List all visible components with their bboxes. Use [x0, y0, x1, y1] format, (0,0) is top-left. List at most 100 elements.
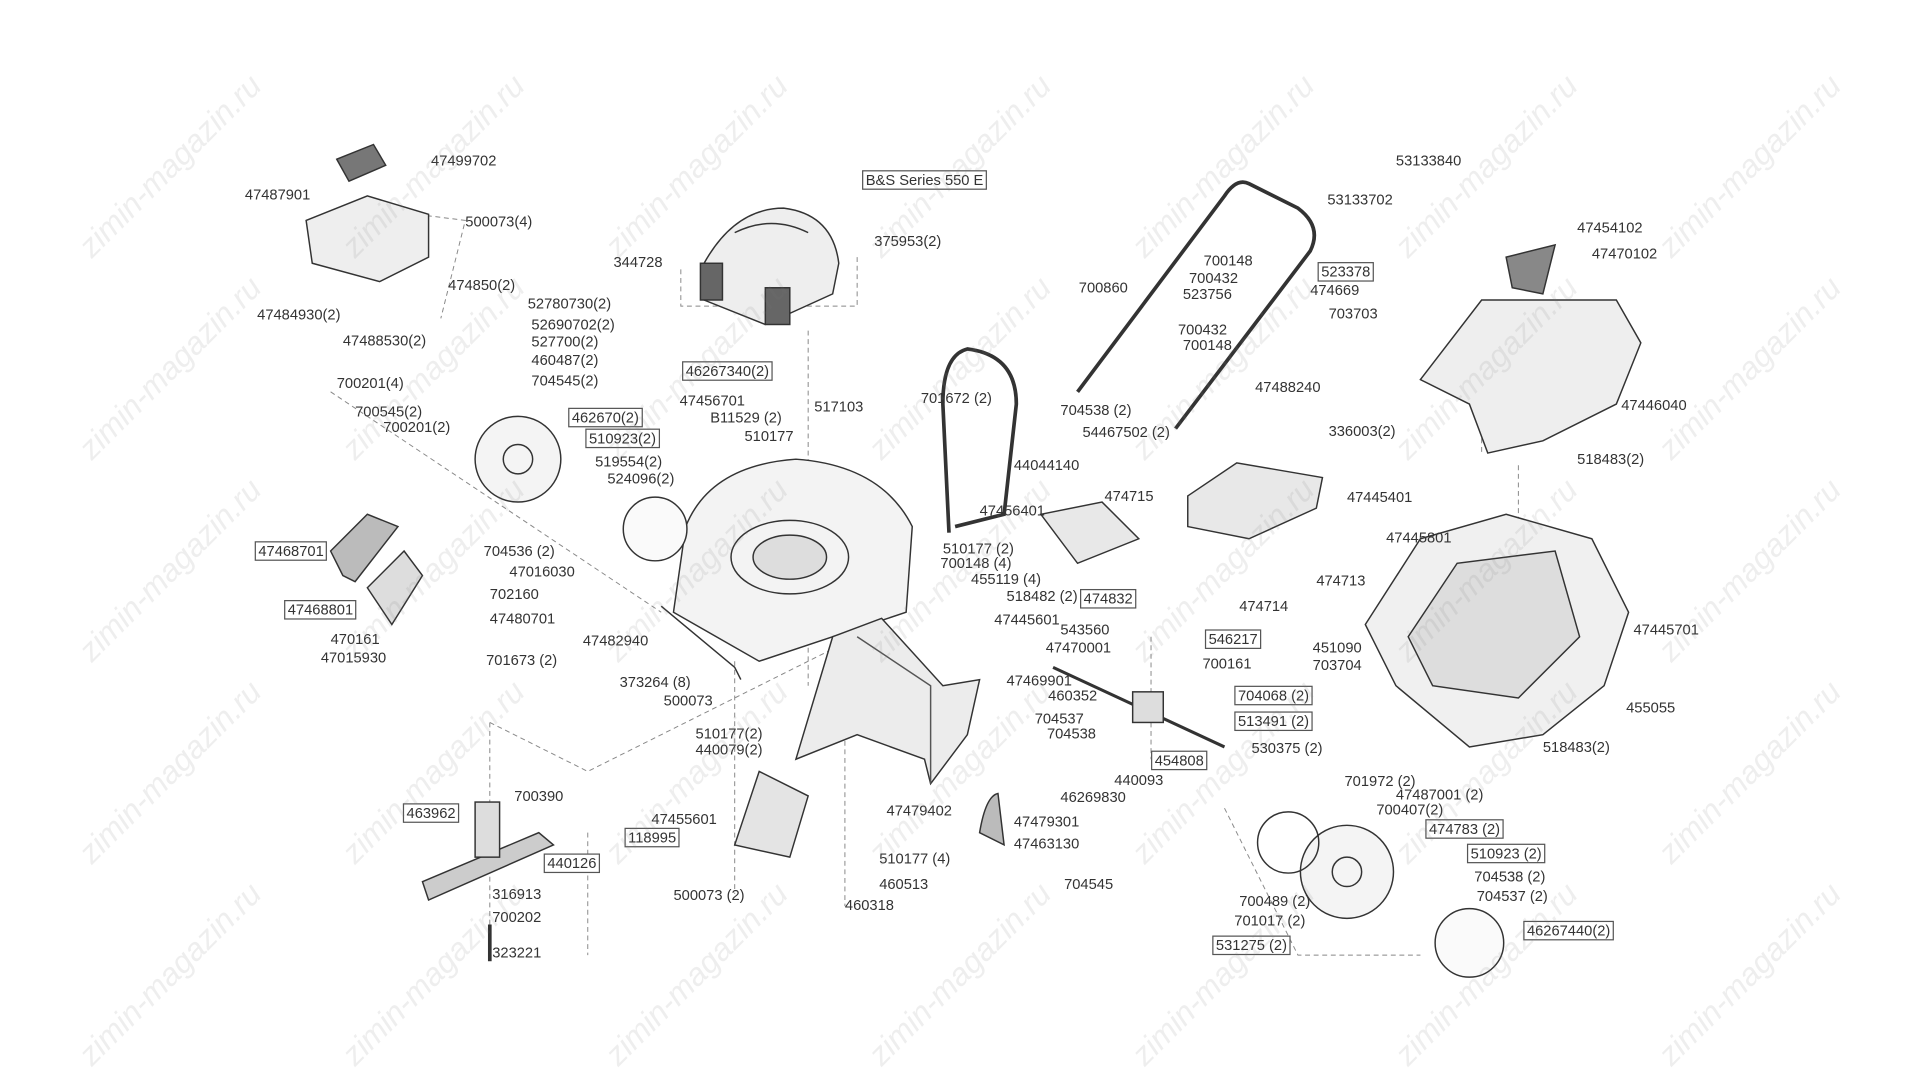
- part-number-label[interactable]: 47456701: [679, 391, 745, 409]
- part-number-label[interactable]: 702160: [489, 585, 539, 603]
- part-number-label[interactable]: 462670(2): [568, 407, 643, 428]
- part-number-label[interactable]: 704538 (2): [1474, 868, 1546, 886]
- part-number-label[interactable]: 510923(2): [585, 428, 660, 449]
- part-number-label[interactable]: 500073(4): [465, 213, 533, 231]
- part-number-label[interactable]: 118995: [624, 827, 680, 848]
- part-number-label[interactable]: 47482940: [582, 631, 649, 649]
- part-number-label[interactable]: 519554(2): [595, 453, 663, 471]
- part-number-label[interactable]: 704538 (2): [1060, 401, 1132, 419]
- part-number-label[interactable]: 700202: [492, 908, 542, 926]
- part-number-label[interactable]: 510177: [744, 427, 794, 445]
- part-number-label[interactable]: 47445801: [1386, 528, 1452, 547]
- part-number-label[interactable]: 54467502 (2): [1082, 423, 1170, 441]
- part-number-label[interactable]: 700390: [514, 787, 564, 805]
- part-number-label[interactable]: 47445601: [994, 611, 1060, 629]
- part-number-label[interactable]: 700161: [1202, 655, 1252, 673]
- part-number-label[interactable]: 704068 (2): [1234, 685, 1313, 706]
- part-number-label[interactable]: 523756: [1182, 285, 1232, 303]
- part-number-label[interactable]: 517103: [814, 397, 864, 416]
- part-number-label[interactable]: 474783 (2): [1425, 819, 1504, 839]
- part-number-label[interactable]: 703703: [1328, 304, 1378, 323]
- part-number-label[interactable]: 701673 (2): [486, 651, 558, 669]
- part-number-label[interactable]: 47479301: [1013, 813, 1080, 831]
- part-number-label[interactable]: 700432: [1177, 320, 1228, 338]
- part-number-label[interactable]: 500073 (2): [673, 886, 745, 904]
- part-number-label[interactable]: 47499702: [431, 151, 497, 169]
- part-number-label[interactable]: 47479402: [886, 802, 952, 820]
- part-number-label[interactable]: 700489 (2): [1239, 892, 1311, 910]
- part-number-label[interactable]: 518482 (2): [1006, 587, 1078, 605]
- part-number-label[interactable]: 513491 (2): [1234, 711, 1313, 732]
- part-number-label[interactable]: 47480701: [489, 609, 556, 627]
- part-number-label[interactable]: 53133840: [1395, 151, 1462, 169]
- part-number-label[interactable]: 700407(2): [1376, 800, 1444, 818]
- part-number-label[interactable]: 44044140: [1013, 456, 1080, 474]
- part-number-label[interactable]: 47456401: [979, 502, 1045, 520]
- part-number-label[interactable]: 52690702(2): [531, 315, 615, 334]
- part-number-label[interactable]: 700148: [1182, 336, 1232, 354]
- part-number-label[interactable]: 474669: [1310, 281, 1360, 299]
- part-number-label[interactable]: 373264 (8): [619, 673, 691, 691]
- part-number-label[interactable]: 510177(2): [695, 724, 763, 743]
- part-number-label[interactable]: 510177 (2): [942, 540, 1014, 558]
- part-number-label[interactable]: 470161: [330, 630, 380, 648]
- part-number-label[interactable]: 510923 (2): [1466, 843, 1546, 864]
- part-number-label[interactable]: 460352: [1048, 686, 1098, 705]
- part-number-label[interactable]: 700860: [1078, 279, 1128, 297]
- part-number-label[interactable]: 375953(2): [874, 232, 942, 250]
- part-number-label[interactable]: 704536 (2): [483, 542, 555, 560]
- part-number-label[interactable]: 47015930: [320, 648, 387, 667]
- part-number-label[interactable]: 701017 (2): [1234, 912, 1306, 930]
- part-number-label[interactable]: 518483(2): [1542, 738, 1610, 756]
- part-number-label[interactable]: 460513: [879, 875, 929, 893]
- part-number-label[interactable]: 53133702: [1327, 191, 1393, 209]
- part-number-label[interactable]: 700432: [1188, 269, 1239, 287]
- part-number-label[interactable]: 527700(2): [531, 333, 599, 351]
- part-number-label[interactable]: 474850(2): [448, 276, 516, 294]
- part-number-label[interactable]: 474714: [1239, 597, 1289, 615]
- part-number-label[interactable]: 700201(2): [383, 418, 451, 436]
- part-number-label[interactable]: 455119 (4): [971, 570, 1042, 588]
- part-number-label[interactable]: 510177 (4): [879, 849, 951, 867]
- part-number-label[interactable]: 47463130: [1013, 835, 1080, 853]
- engine-model-label[interactable]: B&S Series 550 E: [862, 170, 988, 190]
- part-number-label[interactable]: 474715: [1104, 487, 1154, 505]
- part-number-label[interactable]: 47488530(2): [342, 331, 427, 349]
- part-number-label[interactable]: 47469901: [1006, 672, 1072, 690]
- part-number-label[interactable]: 451090: [1312, 639, 1362, 657]
- part-number-label[interactable]: 474713: [1316, 571, 1366, 589]
- part-number-label[interactable]: 701672 (2): [920, 389, 992, 407]
- part-number-label[interactable]: 474832: [1080, 588, 1137, 609]
- part-number-label[interactable]: 47468701: [254, 541, 328, 561]
- part-number-label[interactable]: 455055: [1626, 699, 1676, 717]
- part-number-label[interactable]: 524096(2): [607, 470, 675, 488]
- part-number-label[interactable]: 460487(2): [531, 351, 599, 369]
- part-number-label[interactable]: 523378: [1317, 262, 1374, 282]
- part-number-label[interactable]: 46267340(2): [682, 361, 773, 381]
- part-number-label[interactable]: 704545(2): [531, 372, 599, 390]
- part-number-label[interactable]: 704537: [1034, 710, 1084, 728]
- part-number-label[interactable]: 530375 (2): [1251, 739, 1323, 757]
- part-number-label[interactable]: 440126: [543, 853, 601, 874]
- part-number-label[interactable]: 47488240: [1255, 378, 1321, 396]
- part-number-label[interactable]: 344728: [613, 253, 663, 271]
- part-number-label[interactable]: 47484930(2): [257, 306, 341, 324]
- part-number-label[interactable]: 704545: [1064, 875, 1114, 893]
- part-number-label[interactable]: 701972 (2): [1344, 772, 1416, 790]
- part-number-label[interactable]: 704538: [1046, 724, 1096, 743]
- part-number-label[interactable]: 704537 (2): [1476, 887, 1548, 905]
- part-number-label[interactable]: 316913: [492, 885, 542, 903]
- part-number-label[interactable]: 323221: [492, 944, 542, 962]
- part-number-label[interactable]: 47468801: [284, 600, 357, 620]
- part-number-label[interactable]: 463962: [402, 803, 460, 823]
- part-number-label[interactable]: 700148: [1203, 252, 1253, 270]
- part-number-label[interactable]: 700148 (4): [940, 554, 1012, 572]
- part-number-label[interactable]: 700545(2): [355, 402, 423, 421]
- part-number-label[interactable]: 46269830: [1060, 788, 1126, 806]
- part-number-label[interactable]: 500073: [663, 691, 713, 709]
- part-number-label[interactable]: 47487001 (2): [1395, 786, 1484, 804]
- part-number-label[interactable]: 454808: [1151, 750, 1208, 771]
- part-number-label[interactable]: 460318: [844, 896, 894, 914]
- part-number-label[interactable]: 47016030: [509, 563, 575, 581]
- part-number-label[interactable]: 703704: [1312, 656, 1362, 674]
